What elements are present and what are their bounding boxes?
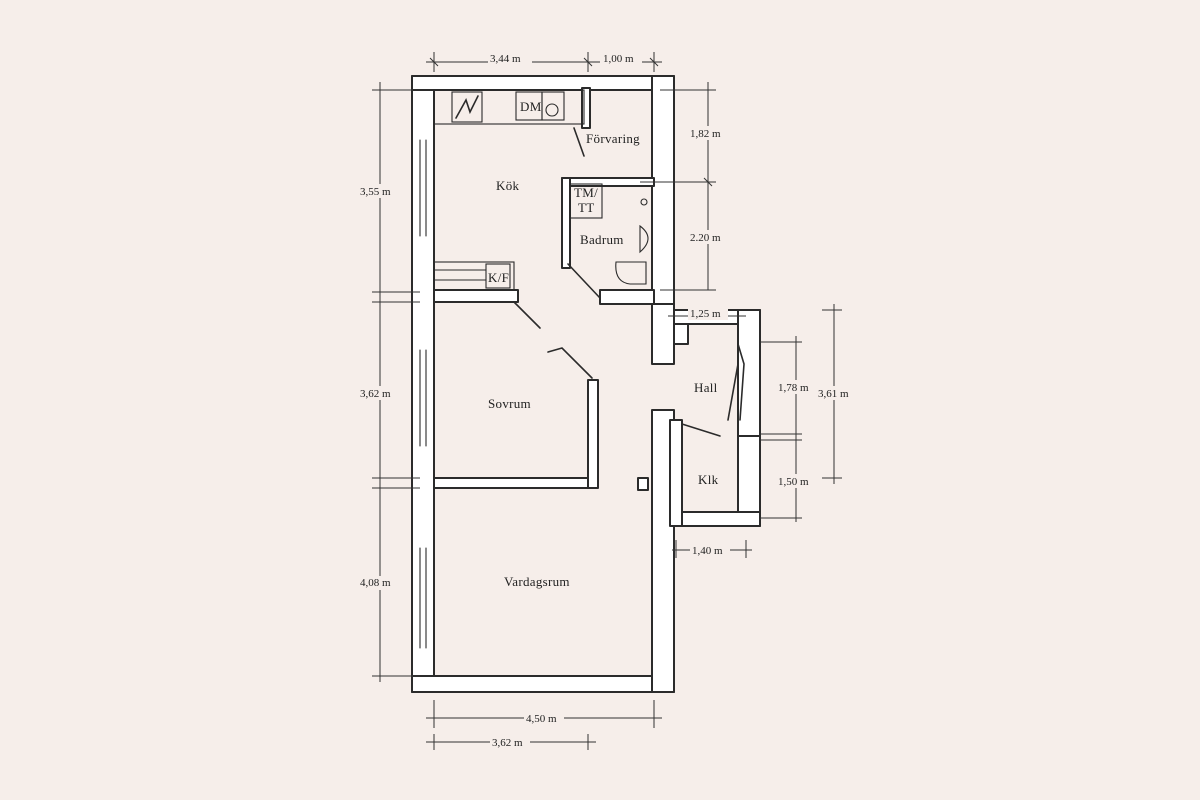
room-label-kok: Kök (496, 178, 519, 193)
hall-right-wall (737, 309, 761, 437)
left-outer-wall (411, 75, 435, 693)
stove (451, 91, 483, 123)
drain-icon (640, 198, 648, 206)
dim-hall-total: 3,61 m (818, 388, 849, 400)
dimension-lines (372, 52, 842, 750)
dim-right-forvaring: 1,82 m (690, 128, 721, 140)
dim-bottom-sovrum: 3,62 m (492, 737, 523, 749)
windows (419, 139, 427, 649)
dim-hall-width: 1,25 m (690, 308, 721, 320)
bottom-outer-wall (411, 675, 675, 693)
sink-icon (545, 103, 559, 117)
sovrum-right-wall (587, 379, 599, 489)
badrum-bottom-wall (599, 289, 655, 305)
dim-bottom-vardagsrum: 4,50 m (526, 713, 557, 725)
dim-top-left: 3,44 m (490, 53, 521, 65)
room-label-forvaring: Förvaring (586, 131, 640, 146)
kitchen-counter-top (433, 89, 585, 125)
dim-hall-height: 1,78 m (778, 382, 809, 394)
room-labels: Kök Förvaring Badrum Sovrum Hall Klk Var… (488, 131, 719, 589)
dim-klk-width: 1,40 m (692, 545, 723, 557)
toilet-icon (615, 261, 647, 285)
top-outer-wall (411, 75, 675, 91)
kf-label: K/F (488, 270, 509, 285)
dim-left-kok: 3,55 m (360, 186, 391, 198)
stove-symbol-icon (455, 95, 479, 119)
right-upper-wall (651, 75, 675, 305)
entrance-post (637, 477, 649, 491)
room-label-badrum: Badrum (580, 232, 624, 247)
forvaring-left-wall (581, 87, 591, 129)
dimension-labels: 3,44 m 1,00 m 3,55 m 3,62 m 4,08 m 1,82 … (356, 52, 858, 750)
hall-wardrobe (737, 343, 745, 421)
kok-sovrum-wall (433, 289, 519, 303)
door-klk (681, 423, 721, 437)
bathroom-fixtures: TM/ TT (569, 183, 649, 285)
room-label-klk: Klk (698, 472, 719, 487)
door-forvaring (573, 127, 585, 157)
badrum-left-wall (561, 177, 571, 269)
tm-label-2: TT (578, 200, 594, 215)
walls (411, 75, 761, 693)
kitchen-counter-bottom (433, 261, 515, 291)
door-hall-wardrobe (727, 363, 739, 421)
door-badrum (567, 263, 601, 299)
dim-left-vardagsrum: 4,08 m (360, 577, 391, 589)
window-kok (419, 139, 427, 237)
window-sovrum (419, 349, 427, 447)
window-vardagsrum (419, 547, 427, 649)
dm-label: DM (520, 99, 542, 114)
dim-left-sovrum: 3,62 m (360, 388, 391, 400)
hall-top-stub (673, 323, 689, 345)
room-label-hall: Hall (694, 380, 718, 395)
klk-left-wall (669, 419, 683, 527)
dim-klk-height: 1,50 m (778, 476, 809, 488)
dim-top-right: 1,00 m (603, 53, 634, 65)
sovrum-vardagsrum-wall (433, 477, 595, 489)
fridge-freezer (485, 263, 511, 289)
sink-cabinet (541, 91, 565, 121)
washer-dryer (569, 183, 603, 219)
room-label-sovrum: Sovrum (488, 396, 531, 411)
tm-label-1: TM/ (574, 185, 598, 200)
right-mid-wall (651, 303, 675, 365)
kitchen-fixtures: DM K/F (433, 89, 585, 291)
door-sovrum (513, 301, 593, 379)
doors (513, 127, 739, 437)
washbasin-icon (639, 224, 649, 254)
room-label-vardagsrum: Vardagsrum (504, 574, 570, 589)
right-lower-wall (651, 409, 675, 693)
klk-bottom-wall (673, 511, 761, 527)
dim-right-badrum: 2.20 m (690, 232, 721, 244)
